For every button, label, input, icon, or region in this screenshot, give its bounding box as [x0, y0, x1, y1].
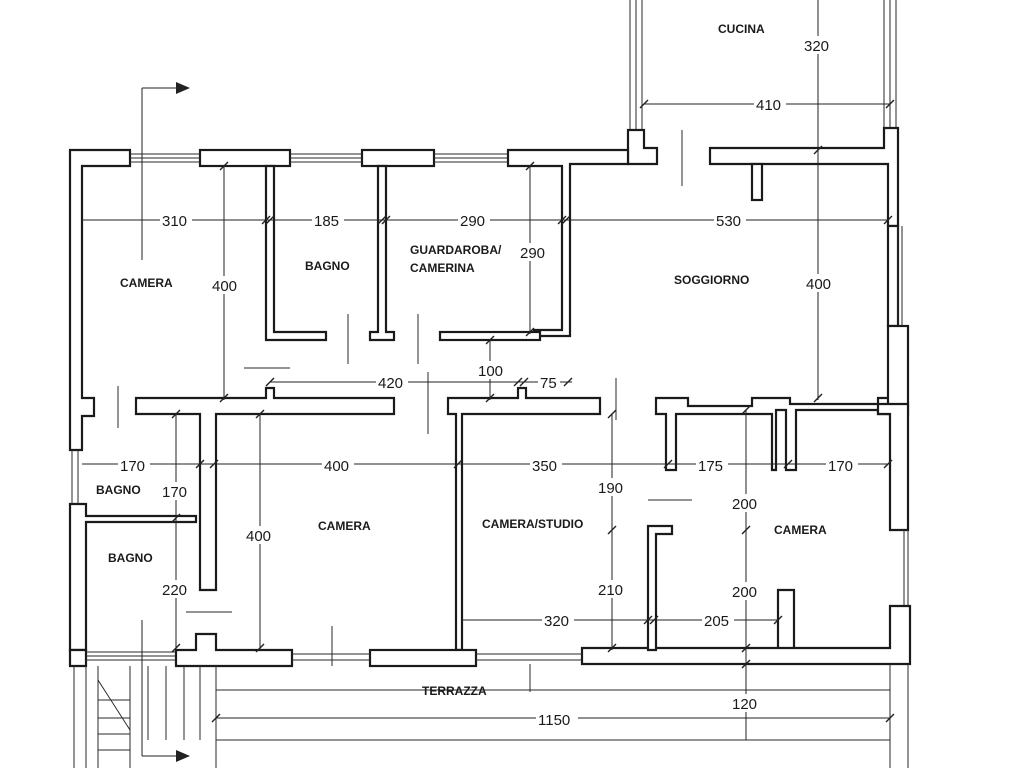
- dim-camera-east-depth-bottom: 200: [732, 584, 757, 601]
- dim-bagno-top-width: 185: [314, 213, 339, 230]
- section-marker-north: [141, 82, 190, 260]
- dim-guardaroba-depth: 290: [520, 245, 545, 262]
- dim-bagno-small-width: 170: [120, 458, 145, 475]
- section-marker-south: [141, 620, 190, 762]
- room-label-bagno-sw: BAGNO: [108, 551, 153, 565]
- dim-studio-depth: 210: [598, 582, 623, 599]
- dim-corridor-420: 420: [378, 375, 403, 392]
- dim-camera-center-width: 400: [324, 458, 349, 475]
- dim-soggiorno-depth: 400: [806, 276, 831, 293]
- dim-camera-nw-width: 310: [162, 213, 187, 230]
- room-label-guardaroba-1: GUARDAROBA/: [410, 243, 502, 257]
- corridor-walls: [134, 386, 894, 652]
- dim-bagno-small-depth: 170: [162, 484, 187, 501]
- dim-corridor-75: 75: [540, 375, 557, 392]
- dim-studio-width-bottom: 320: [544, 613, 569, 630]
- dim-soggiorno-width: 530: [716, 213, 741, 230]
- dim-corridor-100: 100: [478, 363, 503, 380]
- room-label-guardaroba-2: CAMERINA: [410, 261, 475, 275]
- room-label-camera-east: CAMERA: [774, 523, 827, 537]
- room-label-bagno-small: BAGNO: [96, 483, 141, 497]
- room-label-bagno-top: BAGNO: [305, 259, 350, 273]
- dim-camera-nw-depth: 400: [212, 278, 237, 295]
- dim-cucina-depth: 320: [804, 38, 829, 55]
- kitchen-walls: [626, 0, 900, 228]
- room-label-soggiorno: SOGGIORNO: [674, 273, 749, 287]
- door-lines: [117, 130, 692, 692]
- dim-camera-studio-width: 350: [532, 458, 557, 475]
- dimension-numbers: 320 410 310 185 290 530 290 400 400 420 …: [118, 36, 858, 729]
- dim-camera-center-depth: 400: [246, 528, 271, 545]
- room-labels: CUCINA CAMERA BAGNO GUARDAROBA/ CAMERINA…: [96, 22, 827, 698]
- dim-corridor-175: 175: [698, 458, 723, 475]
- dim-terrazza-depth: 120: [732, 696, 757, 713]
- room-label-camera-center: CAMERA: [318, 519, 371, 533]
- north-walls: [68, 148, 630, 452]
- dim-guardaroba-width: 290: [460, 213, 485, 230]
- dim-east-205: 205: [704, 613, 729, 630]
- dim-total-width: 1150: [538, 712, 570, 729]
- dim-camera-east-depth-top: 200: [732, 496, 757, 513]
- room-label-camera-studio: CAMERA/STUDIO: [482, 517, 583, 531]
- interior-partitions-upper: [264, 162, 764, 342]
- dim-bagno-sw-depth: 220: [162, 582, 187, 599]
- terrace-outline: [73, 664, 909, 768]
- dim-cucina-width: 410: [756, 97, 781, 114]
- room-label-terrazza: TERRAZZA: [422, 684, 487, 698]
- room-label-camera-nw: CAMERA: [120, 276, 173, 290]
- dim-corridor-190: 190: [598, 480, 623, 497]
- room-label-cucina: CUCINA: [718, 22, 765, 36]
- dim-camera-east-width: 170: [828, 458, 853, 475]
- west-south-walls: [68, 450, 674, 668]
